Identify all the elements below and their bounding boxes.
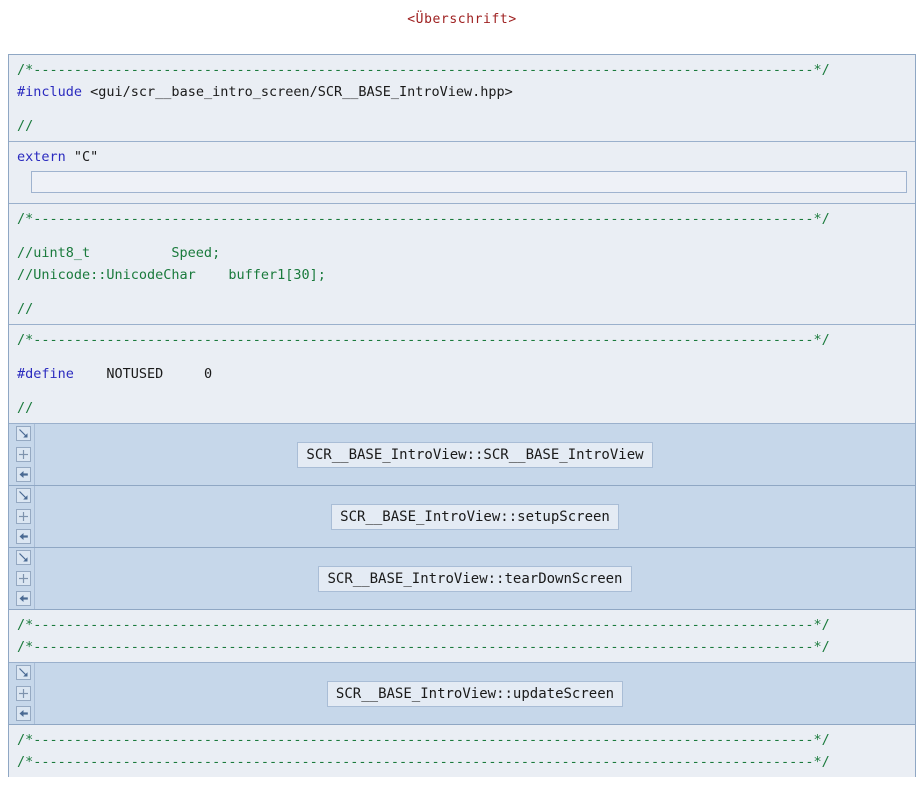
function-name-button[interactable]: SCR__BASE_IntroView::SCR__BASE_IntroView: [297, 441, 653, 468]
code-input[interactable]: [31, 171, 907, 193]
comment-line: //: [17, 400, 34, 416]
blank-line: [9, 351, 915, 363]
arrow-left-icon[interactable]: [16, 706, 31, 721]
comment-separator-line: /*--------------------------------------…: [17, 639, 830, 655]
function-constructor: SCR__BASE_IntroView::SCR__BASE_IntroView: [9, 424, 915, 486]
define-section: /*--------------------------------------…: [9, 325, 915, 424]
blank-line: [9, 385, 915, 397]
code-keyword: extern: [17, 149, 66, 165]
blank-line: [9, 103, 915, 115]
comment-line: //: [17, 301, 34, 317]
comment-separator-line: /*--------------------------------------…: [17, 211, 830, 227]
function-name-button[interactable]: SCR__BASE_IntroView::setupScreen: [331, 503, 619, 530]
code-text: NOTUSED 0: [73, 366, 213, 382]
function-gutter: [9, 424, 35, 485]
code-text: "C": [65, 149, 99, 165]
arrow-left-icon[interactable]: [16, 529, 31, 544]
function-name-button[interactable]: SCR__BASE_IntroView::updateScreen: [326, 680, 624, 707]
code-input-row: [9, 168, 915, 199]
include-section: /*--------------------------------------…: [9, 55, 915, 142]
function-name-button[interactable]: SCR__BASE_IntroView::tearDownScreen: [318, 565, 632, 592]
plus-icon[interactable]: [16, 508, 31, 524]
function-update-screen: SCR__BASE_IntroView::updateScreen: [9, 663, 915, 725]
page-title: <Überschrift>: [407, 12, 517, 27]
code-keyword: #define: [17, 366, 74, 382]
arrow-down-right-icon[interactable]: [16, 426, 31, 441]
comment-separator-line: /*--------------------------------------…: [17, 617, 830, 633]
function-setup-screen: SCR__BASE_IntroView::setupScreen: [9, 486, 915, 548]
function-tear-down-screen: SCR__BASE_IntroView::tearDownScreen: [9, 548, 915, 610]
code-line: #define NOTUSED 0: [9, 363, 915, 385]
code-keyword: #include: [17, 84, 83, 100]
function-gutter: [9, 548, 35, 609]
code-text: <gui/scr__base_intro_screen/SCR__BASE_In…: [82, 84, 513, 100]
variables-section: /*--------------------------------------…: [9, 204, 915, 325]
extern-c-section: extern "C": [9, 142, 915, 204]
code-line: extern "C": [9, 146, 915, 168]
comment-separator-line: /*--------------------------------------…: [17, 732, 830, 748]
arrow-down-right-icon[interactable]: [16, 665, 31, 680]
comment-separator-line: /*--------------------------------------…: [17, 62, 830, 78]
code-editor-frame: /*--------------------------------------…: [8, 54, 916, 777]
code-line: #include <gui/scr__base_intro_screen/SCR…: [9, 81, 915, 103]
arrow-down-right-icon[interactable]: [16, 550, 31, 565]
arrow-left-icon[interactable]: [16, 591, 31, 606]
function-body: SCR__BASE_IntroView::updateScreen: [35, 663, 915, 724]
comment-line: //uint8_t Speed;: [17, 245, 221, 261]
separator-section-2: /*--------------------------------------…: [9, 725, 915, 777]
arrow-down-right-icon[interactable]: [16, 488, 31, 503]
blank-line: [9, 286, 915, 298]
comment-separator-line: /*--------------------------------------…: [17, 332, 830, 348]
function-gutter: [9, 486, 35, 547]
separator-section-1: /*--------------------------------------…: [9, 610, 915, 663]
plus-icon[interactable]: [16, 446, 31, 462]
function-gutter: [9, 663, 35, 724]
comment-separator-line: /*--------------------------------------…: [17, 754, 830, 770]
function-body: SCR__BASE_IntroView::tearDownScreen: [35, 548, 915, 609]
comment-line: //: [17, 118, 34, 134]
arrow-left-icon[interactable]: [16, 467, 31, 482]
plus-icon[interactable]: [16, 685, 31, 701]
comment-line: //Unicode::UnicodeChar buffer1[30];: [17, 267, 326, 283]
function-body: SCR__BASE_IntroView::setupScreen: [35, 486, 915, 547]
plus-icon[interactable]: [16, 570, 31, 586]
function-body: SCR__BASE_IntroView::SCR__BASE_IntroView: [35, 424, 915, 485]
blank-line: [9, 230, 915, 242]
